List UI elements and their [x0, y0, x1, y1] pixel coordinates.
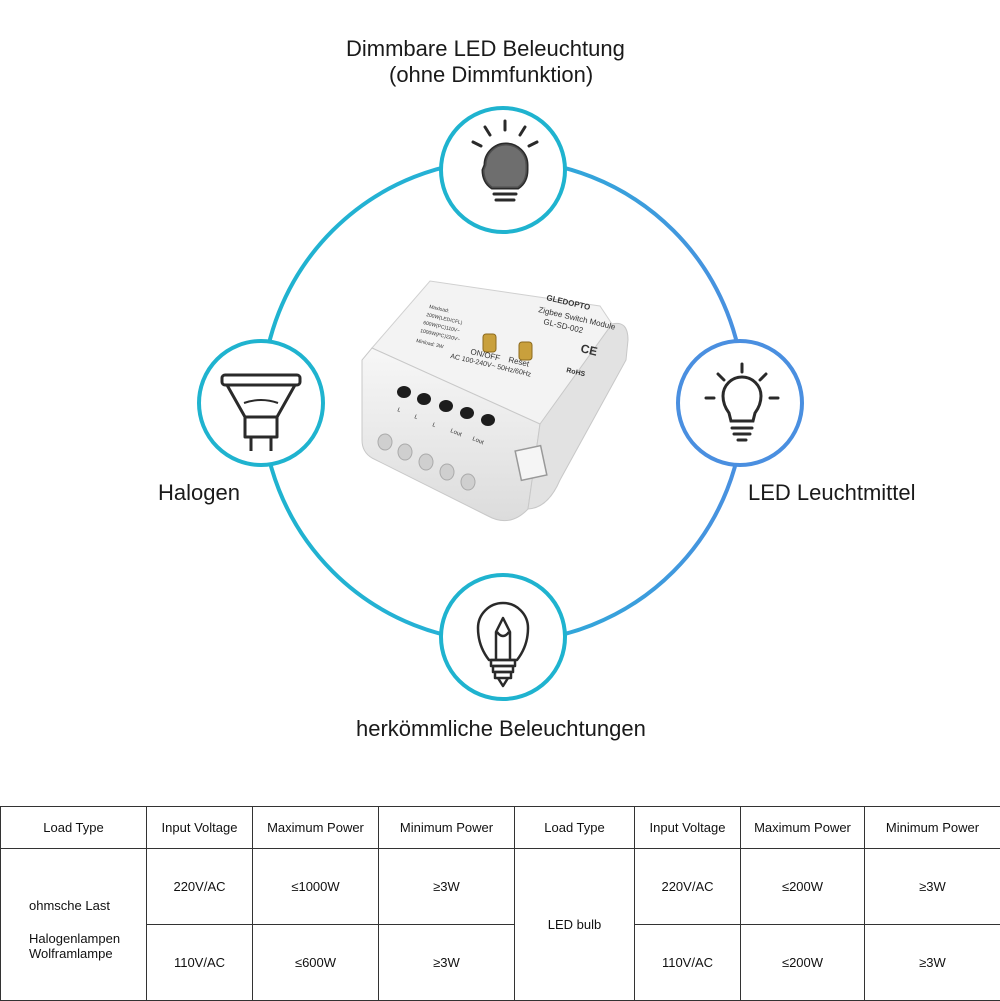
left-max-2: ≤600W: [253, 925, 379, 1001]
header-maximum-power-2: Maximum Power: [741, 807, 865, 849]
right-voltage-1: 220V/AC: [635, 849, 741, 925]
table-header-row: Load Type Input Voltage Maximum Power Mi…: [1, 807, 1000, 849]
table-row: ohmsche Last Halogenlampen Wolframlampe …: [1, 849, 1000, 925]
incandescent-bulb-icon: [441, 575, 565, 699]
left-voltage-1: 220V/AC: [147, 849, 253, 925]
led-bulb-icon: [678, 341, 802, 465]
right-load-type-cell: LED bulb: [515, 849, 635, 1001]
left-load-line1: ohmsche Last: [29, 898, 146, 913]
header-load-type: Load Type: [1, 807, 147, 849]
right-max-2: ≤200W: [741, 925, 865, 1001]
left-voltage-2: 110V/AC: [147, 925, 253, 1001]
table-row: 110V/AC ≤600W ≥3W 110V/AC ≤200W ≥3W: [1, 925, 1000, 1001]
halogen-spot-icon: [199, 341, 323, 465]
header-input-voltage: Input Voltage: [147, 807, 253, 849]
side-clip: [515, 446, 547, 481]
right-min-2: ≥3W: [865, 925, 1000, 1001]
right-max-1: ≤200W: [741, 849, 865, 925]
header-maximum-power: Maximum Power: [253, 807, 379, 849]
left-load-line3: Wolframlampe: [29, 946, 146, 961]
left-min-1: ≥3W: [379, 849, 515, 925]
left-load-line2: Halogenlampen: [29, 931, 146, 946]
load-spec-table: Load Type Input Voltage Maximum Power Mi…: [0, 806, 1000, 1001]
zigbee-switch-module: GLEDOPTO Zigbee Switch Module GL-SD-002 …: [362, 281, 628, 521]
right-voltage-2: 110V/AC: [635, 925, 741, 1001]
header-minimum-power: Minimum Power: [379, 807, 515, 849]
left-min-2: ≥3W: [379, 925, 515, 1001]
compatibility-diagram: GLEDOPTO Zigbee Switch Module GL-SD-002 …: [0, 0, 1000, 800]
header-input-voltage-2: Input Voltage: [635, 807, 741, 849]
header-minimum-power-2: Minimum Power: [865, 807, 1000, 849]
right-min-1: ≥3W: [865, 849, 1000, 925]
left-max-1: ≤1000W: [253, 849, 379, 925]
dimmable-led-bulb-icon: [441, 108, 565, 232]
left-load-type-cell: ohmsche Last Halogenlampen Wolframlampe: [1, 849, 147, 1001]
header-load-type-2: Load Type: [515, 807, 635, 849]
